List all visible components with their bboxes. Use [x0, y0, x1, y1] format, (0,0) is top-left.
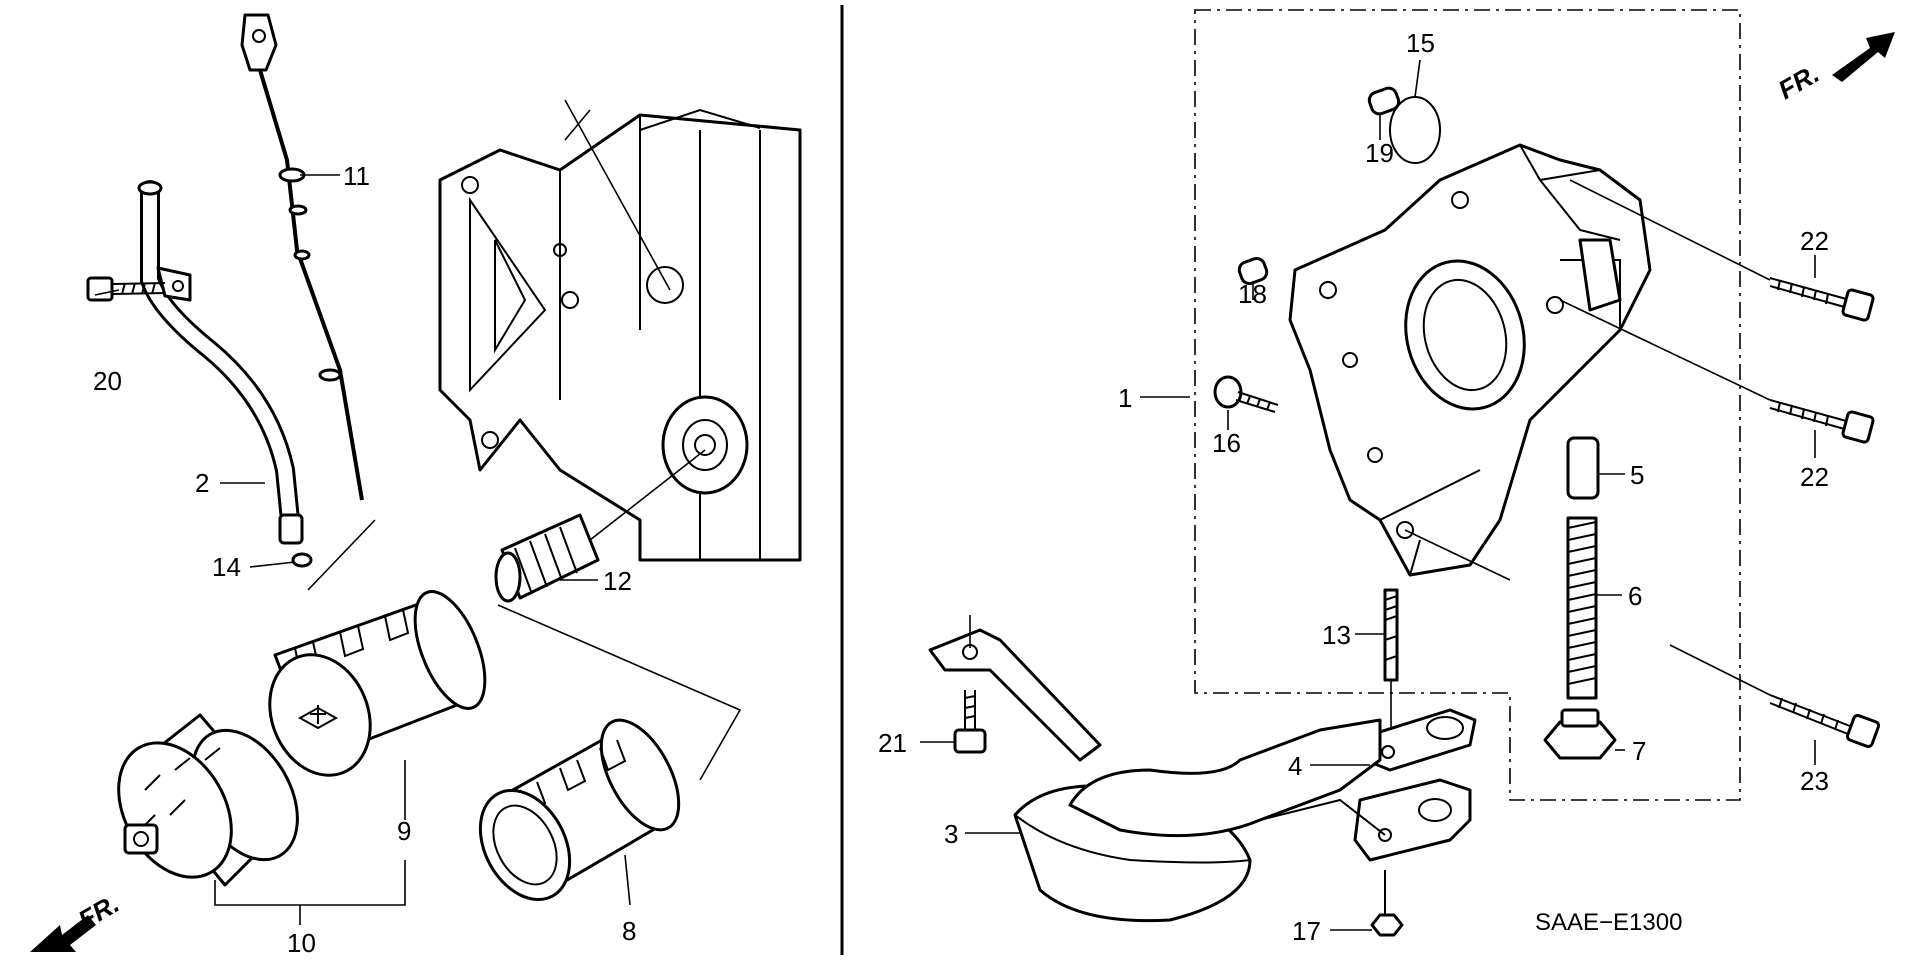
- guide-line-8: [497, 604, 742, 781]
- dipstick-tube: [137, 180, 304, 545]
- relief-spring-6: [1566, 516, 1598, 700]
- diagram-code: SAAE−E1300: [1535, 909, 1682, 936]
- callout-21: 21: [878, 728, 907, 758]
- guide-bolt-22b: [1559, 299, 1771, 401]
- callout-9: 9: [397, 816, 411, 846]
- dowel-18: [1237, 256, 1269, 286]
- guide-bolt-23: [1669, 644, 1771, 696]
- dipstick: [240, 13, 364, 501]
- callout-5: 5: [1630, 460, 1644, 490]
- leader-8: [624, 854, 631, 906]
- leader-15: [1414, 59, 1421, 98]
- guide-line-14: [307, 519, 376, 591]
- oil-filter-10: [117, 713, 299, 887]
- callout-23: 23: [1800, 766, 1829, 796]
- stud-13: [1383, 588, 1399, 682]
- callout-22-lower: 22: [1800, 462, 1829, 492]
- pump-kit-frame: [1194, 9, 1741, 801]
- strainer-stay: [928, 615, 1102, 762]
- oil-pump-body: [1288, 143, 1652, 577]
- bolt-22-upper: [1769, 277, 1875, 322]
- guide-line-block-top: [564, 109, 591, 141]
- guide-bolt-22a: [1569, 179, 1771, 281]
- engine-block: [438, 108, 802, 562]
- bolt-20: [86, 276, 166, 302]
- screw-16: [1213, 375, 1279, 413]
- oil-filter-9: [268, 590, 487, 777]
- filter-mount: [661, 395, 749, 495]
- callout-8: 8: [622, 916, 636, 946]
- relief-plug-7: [1543, 708, 1617, 760]
- callout-16: 16: [1212, 428, 1241, 458]
- callout-10: 10: [287, 928, 316, 958]
- callout-22-upper: 22: [1800, 226, 1829, 256]
- guide-pump-13: [1404, 529, 1511, 581]
- front-arrow-right-icon: FR.: [1773, 32, 1895, 105]
- filter-fitting: [494, 449, 706, 603]
- bolt-21: [953, 690, 987, 754]
- leader-20: [94, 289, 120, 296]
- group-bracket-10: [214, 860, 406, 906]
- callout-20: 20: [93, 366, 122, 396]
- relief-valve-5: [1566, 436, 1600, 500]
- callout-13: 13: [1322, 620, 1351, 650]
- callout-15: 15: [1406, 28, 1435, 58]
- callout-18: 18: [1238, 279, 1267, 309]
- guide-line-block: [564, 99, 671, 291]
- bolt-23: [1769, 694, 1881, 749]
- callout-19: 19: [1365, 138, 1394, 168]
- callout-14: 14: [212, 552, 241, 582]
- dowel-19: [1367, 86, 1401, 116]
- oil-filter-8: [478, 718, 681, 902]
- callout-4: 4: [1288, 751, 1302, 781]
- oil-strainer-3: [1013, 718, 1472, 923]
- pump-outlet: [1578, 238, 1622, 312]
- washer-14: [291, 552, 313, 568]
- callout-6: 6: [1628, 581, 1642, 611]
- leader-14: [249, 561, 296, 568]
- callout-1: 1: [1118, 383, 1132, 413]
- callout-12: 12: [603, 566, 632, 596]
- callout-11: 11: [343, 161, 370, 191]
- callout-3: 3: [944, 819, 958, 849]
- callout-17: 17: [1292, 916, 1321, 946]
- callout-2: 2: [195, 468, 209, 498]
- bolt-22-lower: [1769, 399, 1875, 444]
- callout-7: 7: [1632, 736, 1646, 766]
- front-label-right: FR.: [1773, 58, 1824, 105]
- bolt-17: [1370, 870, 1404, 937]
- front-arrow-left-icon: FR.: [30, 888, 124, 952]
